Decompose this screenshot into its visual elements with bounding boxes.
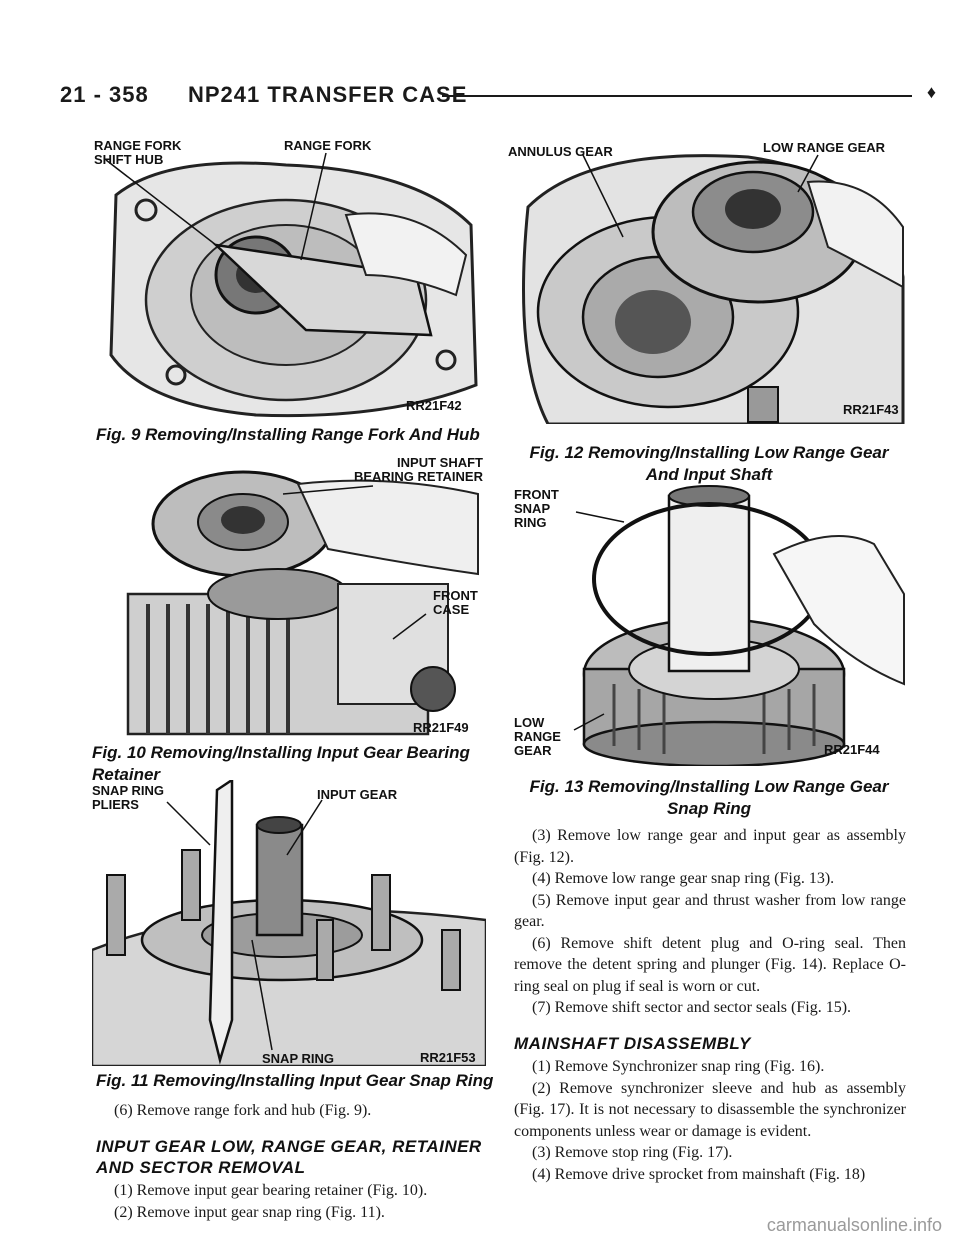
mainshaft-step-2: (2) Remove synchronizer sleeve and hub a… [514, 1079, 906, 1140]
figure-9: RANGE FORK SHIFT HUB RANGE FORK RR21F42 [86, 135, 486, 420]
left-step-6-text: (6) Remove range fork and hub (Fig. 9). [114, 1102, 372, 1119]
fig11-caption: Fig. 11 Removing/Installing Input Gear S… [96, 1071, 494, 1090]
section-heading-input-gear: INPUT GEAR LOW, RANGE GEAR, RETAINER AND… [96, 1137, 482, 1177]
fig12-code: RR21F43 [843, 402, 899, 417]
fig9-code: RR21F42 [406, 398, 462, 413]
section-heading-mainshaft: MAINSHAFT DISASSEMBLY [514, 1034, 751, 1053]
page-title: NP241 TRANSFER CASE [188, 82, 468, 107]
fig10-illustration [108, 454, 486, 738]
site-watermark: carmanualsonline.info [766, 1215, 942, 1235]
fig12-label-low-range-gear: LOW RANGE GEAR [763, 140, 886, 155]
header-rule [442, 95, 912, 97]
page-number: 21 - 358 [60, 82, 149, 107]
fig12-caption: Fig. 12 Removing/Installing Low Range Ge… [529, 443, 889, 484]
page-header: 21 - 358 NP241 TRANSFER CASE ♦ [60, 82, 940, 112]
fig13-caption: Fig. 13 Removing/Installing Low Range Ge… [529, 777, 889, 818]
mainshaft-step-1: (1) Remove Synchronizer snap ring (Fig. … [532, 1058, 825, 1075]
fig9-illustration [86, 135, 486, 420]
figure-11: SNAP RING PLIERS INPUT GEAR SNAP RING RR… [92, 780, 486, 1066]
right-step-4: (4) Remove low range gear snap ring (Fig… [532, 870, 835, 887]
fig13-illustration [514, 484, 906, 766]
right-step-3: (3) Remove low range gear and input gear… [514, 827, 906, 866]
figure-10: INPUT SHAFT BEARING RETAINER FRONT CASE … [108, 454, 486, 738]
fig10-label-bearing-retainer: INPUT SHAFT BEARING RETAINER [353, 455, 483, 484]
figure-13: FRONT SNAP RING LOW RANGE GEAR RR21F44 [514, 484, 906, 766]
right-step-7: (7) Remove shift sector and sector seals… [532, 999, 852, 1016]
fig12-label-annulus-gear: ANNULUS GEAR [508, 144, 613, 159]
fig13-label-low-range-gear: LOW RANGE GEAR [514, 715, 561, 758]
fig11-label-snap-ring: SNAP RING [262, 1051, 334, 1066]
fig10-code: RR21F49 [413, 720, 469, 735]
fig10-caption: Fig. 10 Removing/Installing Input Gear B… [92, 743, 470, 784]
fig11-label-input-gear: INPUT GEAR [317, 787, 398, 802]
fig11-illustration [92, 780, 486, 1066]
fig13-code: RR21F44 [824, 742, 880, 757]
fig11-label-snap-ring-pliers: SNAP RING PLIERS [92, 783, 164, 812]
fig10-label-front-case: FRONT CASE [433, 588, 478, 617]
fig11-code: RR21F53 [420, 1050, 476, 1065]
fig9-label-range-fork: RANGE FORK [284, 138, 372, 153]
left-step-1: (1) Remove input gear bearing retainer (… [114, 1182, 428, 1199]
fig9-caption: Fig. 9 Removing/Installing Range Fork An… [96, 425, 480, 444]
mainshaft-step-4: (4) Remove drive sprocket from mainshaft… [532, 1165, 866, 1183]
figure-12: ANNULUS GEAR LOW RANGE GEAR RR21F43 [508, 137, 906, 424]
fig9-label-shift-hub: RANGE FORK SHIFT HUB [94, 138, 182, 167]
left-section-steps: (1) Remove input gear bearing retainer (… [96, 1180, 496, 1223]
right-step-6: (6) Remove shift detent plug and O-ring … [514, 934, 906, 995]
fig13-label-front-snap-ring: FRONT SNAP RING [514, 487, 559, 530]
diamond-icon: ♦ [926, 82, 936, 102]
fig12-illustration [508, 137, 906, 424]
left-step-6: (6) Remove range fork and hub (Fig. 9). [96, 1100, 496, 1122]
mainshaft-step-3: (3) Remove stop ring (Fig. 17). [532, 1144, 733, 1161]
right-steps: (3) Remove low range gear and input gear… [514, 825, 906, 1019]
right-step-5: (5) Remove input gear and thrust washer … [514, 891, 906, 931]
mainshaft-steps: (1) Remove Synchronizer snap ring (Fig. … [514, 1056, 906, 1185]
left-step-2: (2) Remove input gear snap ring (Fig. 11… [114, 1203, 385, 1221]
